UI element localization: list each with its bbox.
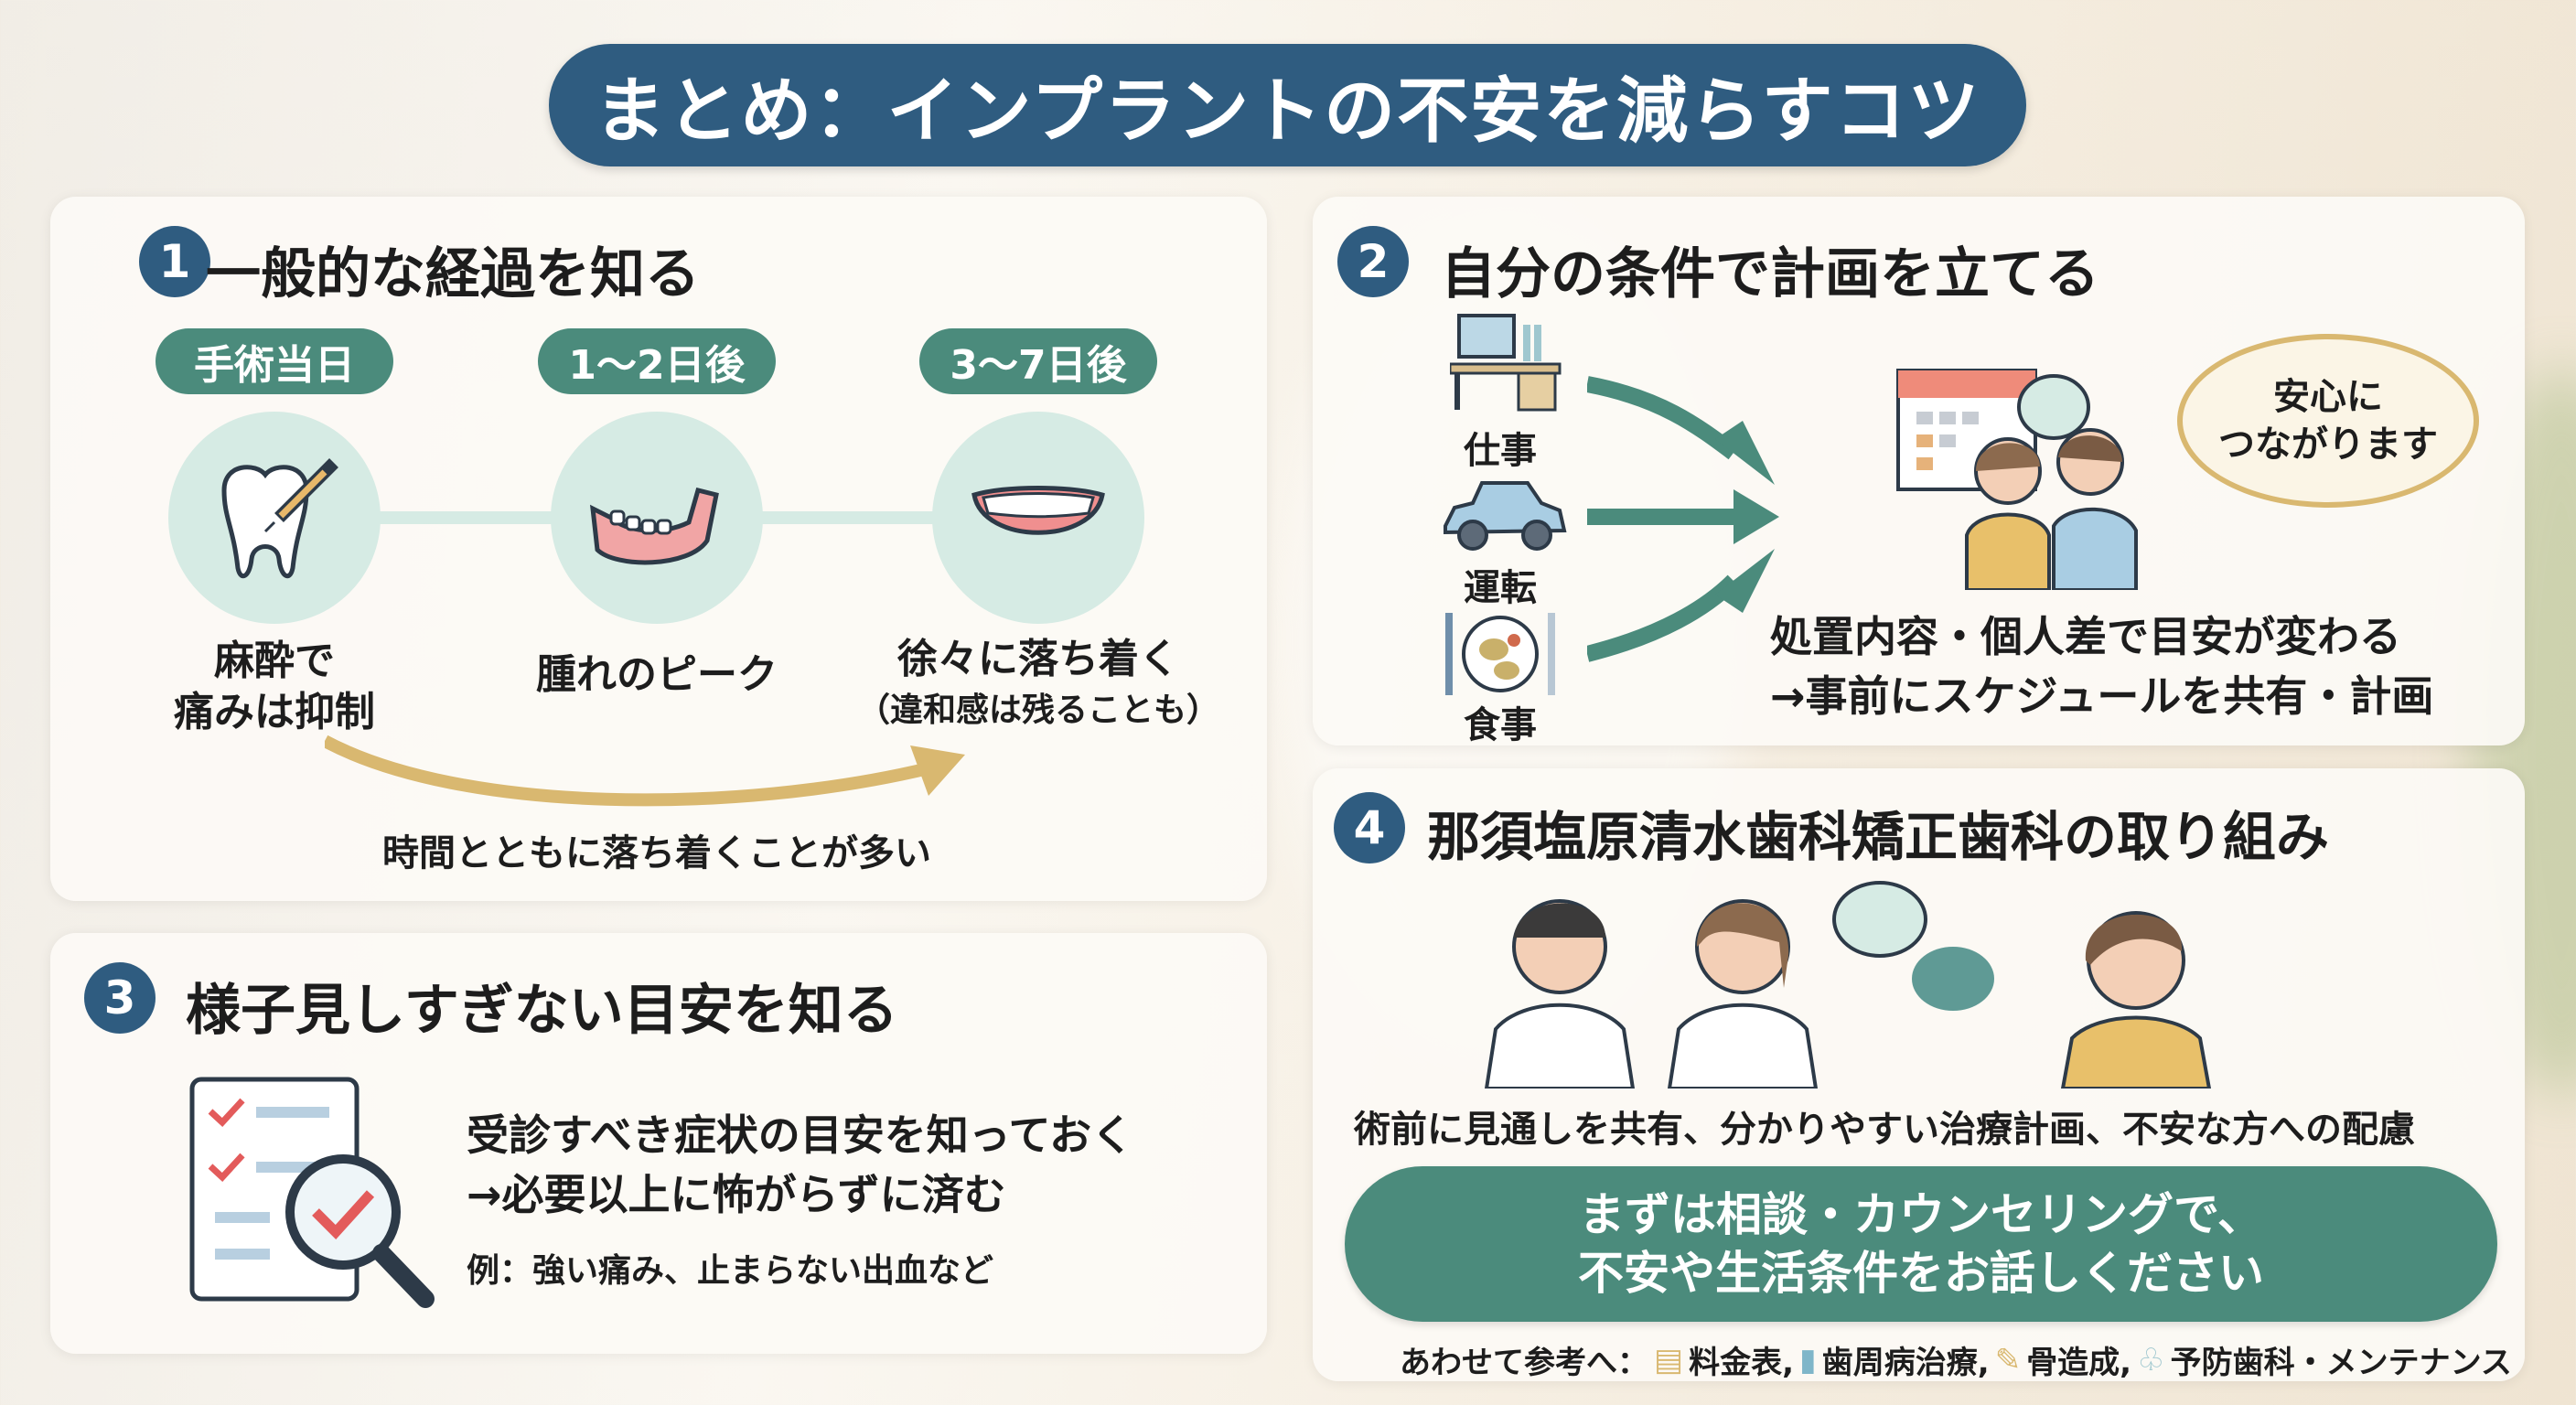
section-number: 1: [139, 226, 210, 297]
warning-text: →必要以上に怖がらずに済む: [467, 1170, 1006, 1219]
factor-label: 運転: [1464, 567, 1537, 609]
consultation-cta-button[interactable]: まずは相談・カウンセリングで、 不安や生活条件をお話しください: [1345, 1166, 2497, 1322]
prevention-tooth-icon: ♧: [2137, 1341, 2165, 1378]
reassurance-bubble: 安心に つながります: [2177, 334, 2479, 508]
section-title: 様子見しすぎない目安を知る: [186, 979, 898, 1043]
stage-desc: 腫れのピーク: [536, 651, 778, 698]
timeline-caption: 時間とともに落ち着くことが多い: [382, 832, 931, 874]
cta-line: 不安や生活条件をお話しください: [1578, 1247, 2264, 1300]
warning-example: 例：強い痛み、止まらない出血など: [467, 1252, 994, 1290]
staff-and-patient-icon: [1484, 881, 2212, 1089]
stage-desc-line: 徐々に落ち着く: [897, 636, 1179, 682]
related-links: あわせて参考へ： ▤ 料金表, ▮ 歯周病治療, ✎ 骨造成, ♧ 予防歯科・メ…: [1400, 1337, 2512, 1382]
meal-icon: [1445, 613, 1555, 695]
desk-icon: [1450, 314, 1562, 412]
stage-tag: 3〜7日後: [919, 328, 1157, 394]
panel-plan: 2 自分の条件で計画を立てる 仕事 運転 食事 安心に つながります 処置内容・…: [1313, 197, 2525, 746]
tooth-injection-icon: [168, 412, 381, 624]
stage-desc-line: （違和感は残ることも）: [856, 692, 1219, 729]
clinic-caption: 術前に見通しを共有、分かりやすい治療計画、不安な方への配慮: [1354, 1109, 2415, 1151]
consultation-icon: [1896, 369, 2138, 590]
stage-tag: 手術当日: [156, 328, 393, 394]
link-preventive[interactable]: 予防歯科・メンテナンス: [2170, 1345, 2512, 1381]
section-title: 自分の条件で計画を立てる: [1441, 242, 2099, 306]
factor-label: 仕事: [1464, 430, 1537, 472]
smile-icon: [932, 412, 1144, 624]
section-number: 3: [84, 962, 156, 1034]
document-icon: ▤: [1654, 1341, 1684, 1378]
bubble-line: つながります: [2218, 424, 2438, 466]
stage-desc-line: 麻酔で: [214, 638, 335, 684]
checklist-magnifier-icon: [189, 1077, 435, 1308]
link-pricing[interactable]: 料金表,: [1689, 1345, 1795, 1381]
page-title: まとめ：インプラントの不安を減らすコツ: [549, 44, 2026, 166]
tooth-icon: ▮: [1799, 1341, 1817, 1378]
section-title: 那須塩原清水歯科矯正歯科の取り組み: [1427, 806, 2330, 868]
warning-text: 受診すべき症状の目安を知っておく: [467, 1110, 1134, 1160]
section-number: 4: [1334, 792, 1405, 863]
factor-label: 食事: [1464, 704, 1537, 746]
link-bone-graft[interactable]: 骨造成,: [2026, 1345, 2132, 1381]
stage-desc: 徐々に落ち着く （違和感は残ることも）: [855, 634, 1221, 736]
plan-text: →事前にスケジュールを共有・計画: [1770, 671, 2434, 721]
section-title: 一般的な経過を知る: [206, 242, 700, 306]
bubble-line: 安心に: [2273, 376, 2383, 418]
panel-warning-signs: 3 様子見しすぎない目安を知る 受診すべき症状の目安を知っておく →必要以上に怖…: [50, 933, 1267, 1354]
bone-graft-icon: ✎: [1994, 1341, 2022, 1378]
plan-text: 処置内容・個人差で目安が変わる: [1770, 612, 2401, 661]
swollen-jaw-icon: [551, 412, 763, 624]
cta-line: まずは相談・カウンセリングで、: [1579, 1188, 2263, 1241]
related-prefix: あわせて参考へ：: [1400, 1345, 1648, 1381]
section-number: 2: [1337, 226, 1409, 297]
car-icon: [1444, 481, 1567, 551]
converging-arrows: [1587, 376, 1779, 662]
stage-tag: 1〜2日後: [538, 328, 776, 394]
link-periodontal[interactable]: 歯周病治療,: [1821, 1345, 1990, 1381]
panel-general-course: 1 一般的な経過を知る 手術当日 1〜2日後 3〜7日後 麻酔で痛みは抑制 腫れ…: [50, 197, 1267, 901]
time-arrow: [325, 735, 965, 807]
panel-clinic-efforts: 4 那須塩原清水歯科矯正歯科の取り組み 術前に見通しを共有、分かりやすい治療計画…: [1313, 768, 2525, 1381]
stage-desc-line: 痛みは抑制: [174, 689, 375, 735]
